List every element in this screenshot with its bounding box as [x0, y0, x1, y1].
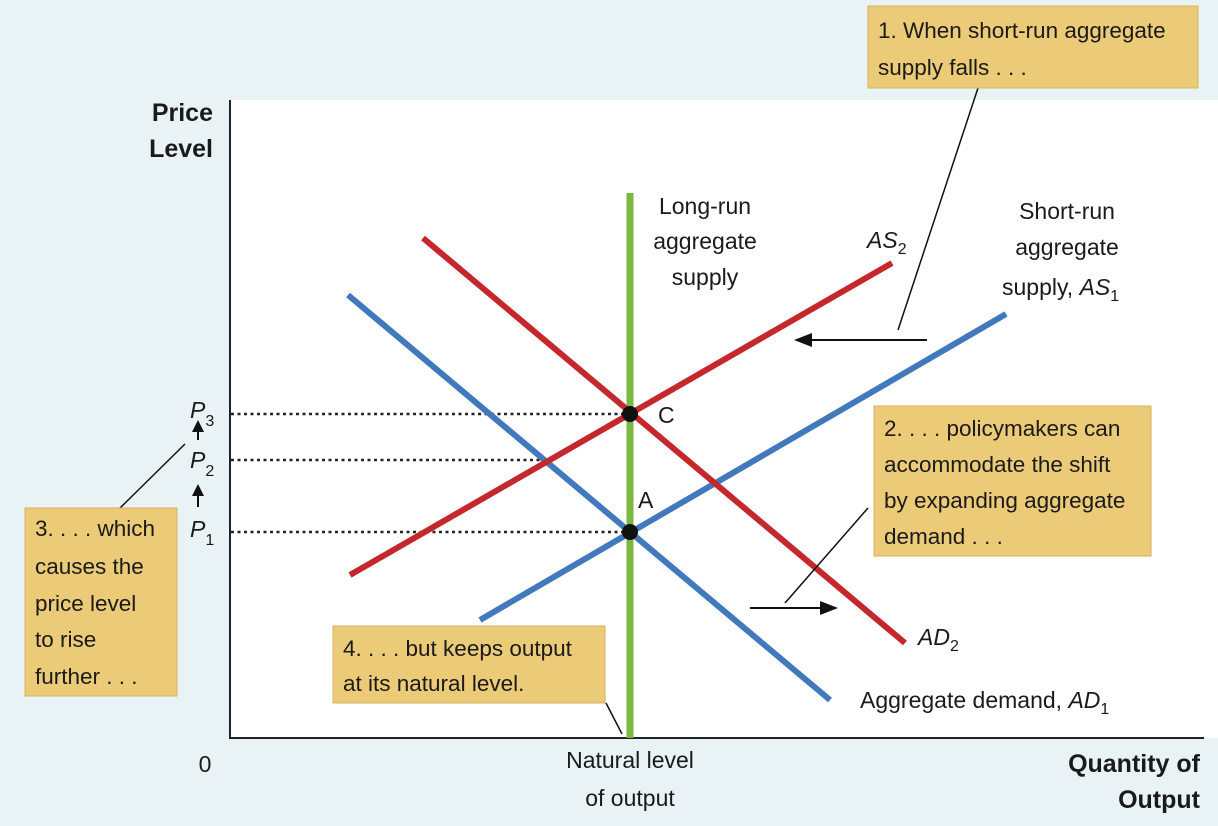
- y-axis-title-line-1: Price: [152, 99, 213, 127]
- point-c-marker: [622, 406, 638, 422]
- price-rise-arrow-upper: [192, 420, 204, 440]
- sras-label-line-2: aggregate: [1015, 234, 1119, 260]
- p2-label: P2: [190, 447, 214, 480]
- callout-1-leader: [897, 87, 979, 331]
- sras-shift-arrow: [794, 333, 927, 347]
- point-a-marker: [622, 524, 638, 540]
- origin-label: 0: [199, 751, 212, 777]
- callout-2-line-3: by expanding aggregate: [884, 488, 1125, 513]
- sras-label-line-3: supply, AS1: [1002, 274, 1119, 305]
- callout-3-leader: [117, 443, 186, 511]
- callout-3-line-4: to rise: [35, 627, 96, 652]
- lras-label-line-3: supply: [672, 264, 739, 290]
- callout-2-line-2: accommodate the shift: [884, 452, 1111, 477]
- ad1-line: [346, 292, 832, 703]
- callout-4-leader: [605, 702, 623, 735]
- callout-4: 4. . . . but keeps output at its natural…: [332, 625, 606, 704]
- callout-3: 3. . . . which causes the price level to…: [24, 507, 178, 697]
- x-axis-title-line-2: Output: [1118, 786, 1201, 814]
- natural-level-label-line-1: Natural level: [566, 747, 694, 773]
- p3-label: P3: [190, 397, 214, 430]
- callout-3-line-1: 3. . . . which: [35, 516, 155, 541]
- price-level-guides: [231, 412, 630, 534]
- callout-4-line-1: 4. . . . but keeps output: [343, 636, 573, 661]
- natural-level-label-line-2: of output: [585, 785, 675, 811]
- price-rise-arrow-lower: [192, 484, 204, 507]
- p1-label: P1: [190, 516, 214, 549]
- callout-4-line-2: at its natural level.: [343, 671, 524, 696]
- as2-line: [348, 260, 894, 578]
- callout-1-line-2: supply falls . . .: [878, 55, 1027, 80]
- ad1-label: Aggregate demand, AD1: [860, 687, 1109, 718]
- ad2-label: AD2: [916, 624, 959, 655]
- sras-label-line-1: Short-run: [1019, 198, 1115, 224]
- callout-1: 1. When short-run aggregate supply falls…: [867, 5, 1199, 89]
- callout-3-line-3: price level: [35, 591, 136, 616]
- ad2-line: [421, 235, 907, 646]
- callout-3-line-2: causes the: [35, 554, 144, 579]
- y-axis-title-line-2: Level: [149, 135, 213, 163]
- callout-1-line-1: 1. When short-run aggregate: [878, 18, 1166, 43]
- callout-2-leader: [784, 507, 869, 604]
- callout-2-line-4: demand . . .: [884, 524, 1003, 549]
- as1-line: [478, 311, 1008, 623]
- as2-label: AS2: [865, 227, 907, 258]
- callout-2: 2. . . . policymakers can accommodate th…: [873, 405, 1152, 557]
- ad-shift-arrow: [750, 601, 838, 615]
- callout-3-line-5: further . . .: [35, 664, 138, 689]
- point-c-label: C: [658, 402, 675, 428]
- point-a-label: A: [638, 487, 654, 513]
- callout-2-line-1: 2. . . . policymakers can: [884, 416, 1120, 441]
- x-axis-title-line-1: Quantity of: [1068, 750, 1201, 778]
- lras-label-line-1: Long-run: [659, 193, 751, 219]
- lras-label-line-2: aggregate: [653, 228, 757, 254]
